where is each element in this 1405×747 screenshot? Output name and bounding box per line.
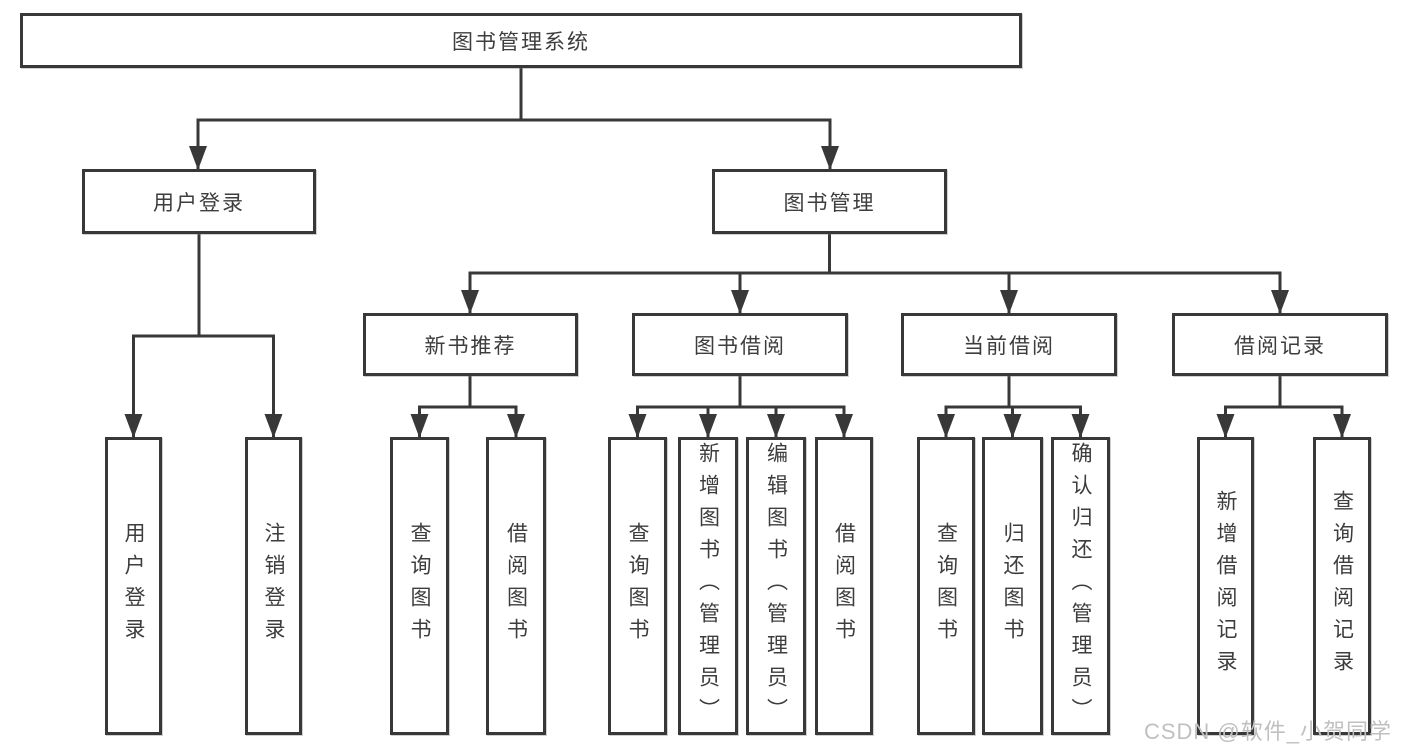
- node-current-borrow: 当前借阅: [901, 313, 1117, 376]
- leaf-logout: 注销登录: [245, 437, 302, 735]
- leaf-query-borrow-record: 查询借阅记录: [1313, 437, 1371, 735]
- node-user-login: 用户登录: [82, 169, 316, 234]
- node-label: 图书管理系统: [452, 30, 590, 54]
- leaf-borrow-books: 借阅图书: [486, 437, 546, 735]
- node-system-root: 图书管理系统: [20, 13, 1022, 68]
- leaf-query-books: 查询图书: [390, 437, 449, 735]
- node-book-management: 图书管理: [712, 169, 947, 234]
- node-label: 图书管理: [783, 191, 876, 215]
- leaf-query-books: 查询图书: [917, 437, 975, 735]
- leaf-add-book-admin: 新增图书（管理员）: [678, 437, 738, 735]
- leaf-edit-book-admin: 编辑图书（管理员）: [746, 437, 806, 735]
- leaf-label: 查询图书: [934, 522, 958, 650]
- connector-book-borrow-rail: [636, 374, 846, 409]
- leaf-borrow-books: 借阅图书: [815, 437, 873, 735]
- node-book-borrow: 图书借阅: [632, 313, 848, 376]
- node-label: 用户登录: [153, 191, 245, 215]
- leaf-label: 借阅图书: [832, 522, 856, 650]
- connector-borrow-record-rail: [1224, 374, 1344, 409]
- leaf-add-borrow-record: 新增借阅记录: [1197, 437, 1254, 735]
- node-borrow-records: 借阅记录: [1172, 313, 1388, 376]
- connector-current-borrow-rail: [944, 374, 1082, 409]
- node-label: 当前借阅: [963, 334, 1055, 358]
- connector-user-login-rail: [132, 231, 275, 338]
- node-label: 图书借阅: [694, 334, 786, 358]
- leaf-label: 查询图书: [408, 522, 431, 650]
- connector-book-mgmt-rail: [468, 232, 1282, 275]
- csdn-watermark: CSDN @软件_小贺同学: [1143, 719, 1392, 744]
- leaf-confirm-return-admin: 确认归还（管理员）: [1051, 437, 1110, 735]
- leaf-label: 注销登录: [262, 522, 285, 650]
- leaf-return-book: 归还图书: [982, 437, 1043, 735]
- leaf-query-books: 查询图书: [608, 437, 667, 735]
- connector-new-book-rail: [418, 374, 518, 409]
- leaf-label: 新增借阅记录: [1214, 490, 1237, 682]
- node-new-book-recommend: 新书推荐: [363, 313, 578, 376]
- connector-root-rail: [196, 66, 832, 122]
- leaf-label: 确认归还（管理员）: [1069, 442, 1092, 730]
- leaf-label: 归还图书: [1001, 522, 1024, 650]
- leaf-label: 用户登录: [122, 522, 145, 650]
- node-label: 新书推荐: [424, 334, 517, 358]
- leaf-user-login: 用户登录: [105, 437, 162, 735]
- node-label: 借阅记录: [1234, 334, 1326, 358]
- leaf-label: 查询借阅记录: [1330, 490, 1354, 682]
- leaf-label: 编辑图书（管理员）: [764, 442, 788, 730]
- leaf-label: 借阅图书: [504, 522, 528, 650]
- leaf-label: 新增图书（管理员）: [696, 442, 720, 730]
- leaf-label: 查询图书: [626, 522, 649, 650]
